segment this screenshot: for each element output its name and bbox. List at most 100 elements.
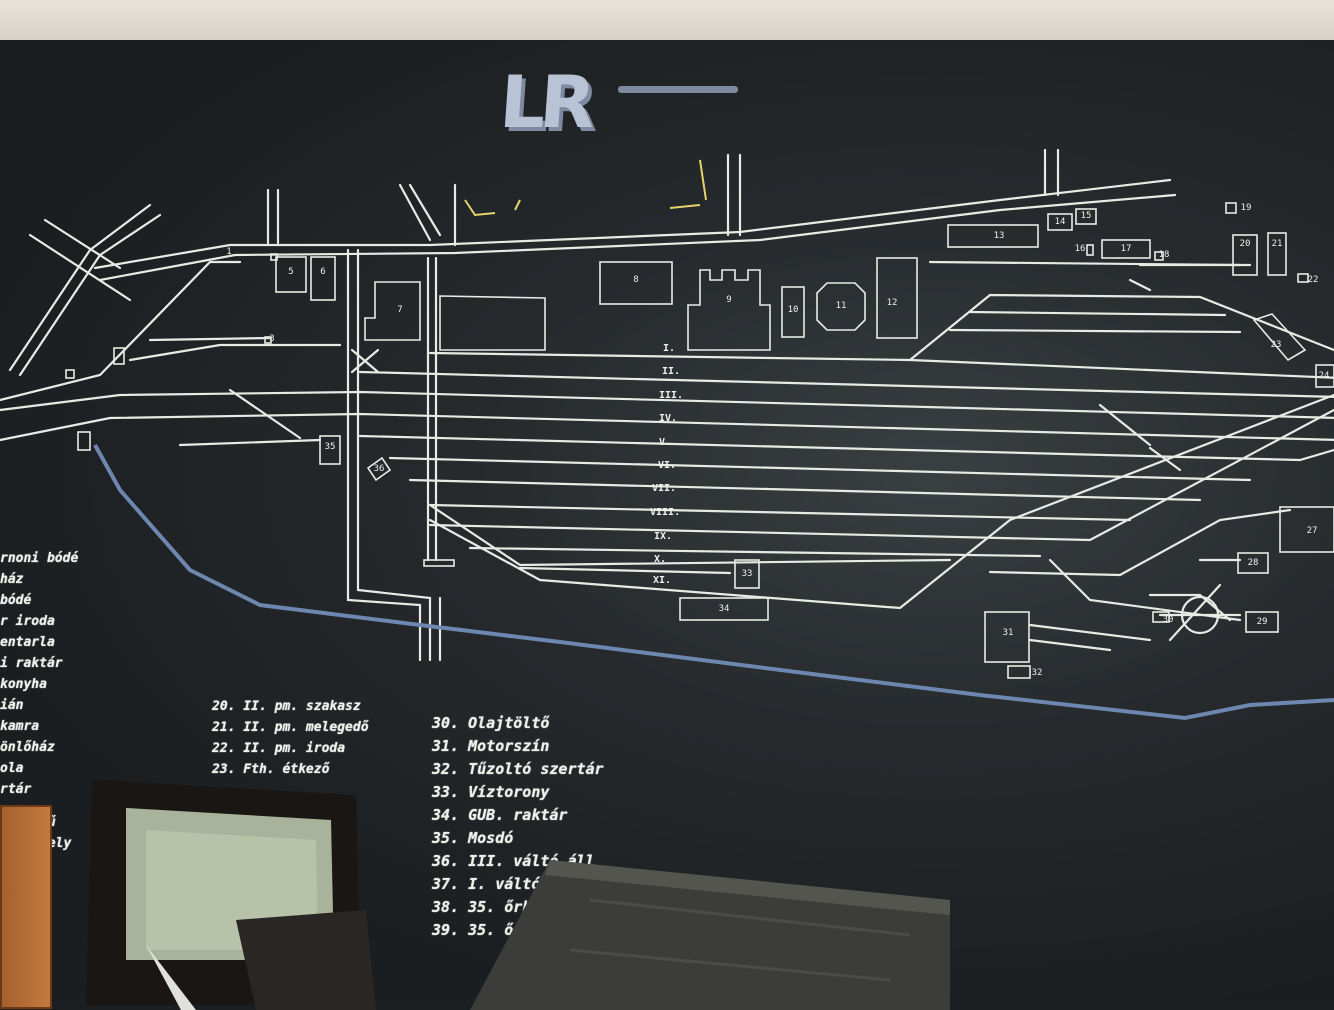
- legend-right-item: 33. Víztorony: [432, 783, 550, 801]
- road-line: [93, 178, 1172, 270]
- wooden-cabinet: [0, 805, 52, 1009]
- track-line: [518, 566, 732, 575]
- track-line: [178, 438, 322, 447]
- building-number: 22: [1307, 275, 1319, 285]
- building: [1086, 244, 1094, 256]
- building: [423, 559, 455, 567]
- building-number: 17: [1120, 244, 1132, 254]
- legend-left-item: bódé: [0, 593, 32, 608]
- building-number: 3: [269, 334, 275, 344]
- building: [270, 253, 278, 261]
- building: [984, 611, 1030, 663]
- building-number: 34: [718, 604, 730, 614]
- track-line: [358, 434, 1334, 462]
- building-number: 21: [1271, 239, 1283, 249]
- track-line: [908, 293, 1334, 362]
- legend-left-item: i raktár: [0, 656, 63, 671]
- track-label: VIII.: [650, 507, 681, 518]
- legend-right-item: 39. 35. ő: [432, 921, 514, 939]
- building: [1075, 208, 1097, 225]
- building: [1279, 506, 1334, 553]
- track-line: [968, 310, 1227, 317]
- building: [439, 295, 546, 351]
- legend-left-item: rnoni bódé: [0, 551, 79, 566]
- legend-middle-item: 22. II. pm. iroda: [212, 741, 346, 756]
- building-number: 1: [226, 247, 232, 257]
- legend-right-item: 38. 35. őrh: [432, 898, 532, 916]
- building: [1225, 202, 1237, 214]
- track-line: [43, 218, 122, 270]
- building: [679, 597, 769, 621]
- building: [947, 224, 1039, 248]
- track-label: X.: [654, 554, 667, 565]
- building: [366, 456, 392, 482]
- building: [77, 431, 91, 451]
- road-line: [408, 183, 442, 237]
- track-line: [1128, 278, 1152, 292]
- track-line: [0, 412, 1334, 442]
- track-label: I.: [663, 343, 676, 354]
- track-line: [228, 388, 302, 440]
- building: [687, 269, 771, 351]
- track-line: [428, 351, 1334, 379]
- track-line: [8, 203, 152, 372]
- building-number: 33: [741, 569, 753, 579]
- track-lines: [0, 148, 1334, 662]
- legend-left: rnoni bódé ház bódé r iroda entarla i ra…: [0, 548, 78, 800]
- building: [1154, 251, 1164, 261]
- building-number: 14: [1054, 217, 1066, 227]
- legend-right-item: 30. Olajtöltő: [432, 714, 550, 732]
- track-label: III.: [659, 390, 684, 401]
- building: [113, 347, 125, 365]
- legend-left-item: önlőház: [0, 740, 55, 755]
- road-line: [350, 348, 380, 374]
- legend-middle-item: 20. II. pm. szakasz: [212, 699, 361, 714]
- building: [1315, 364, 1334, 388]
- building: [876, 257, 918, 339]
- legend-right-item: 35. Mosdó: [432, 829, 514, 847]
- building-number: 30: [1162, 615, 1174, 625]
- building: [734, 559, 760, 589]
- track-line: [28, 233, 132, 302]
- lr-logo: LR: [497, 60, 593, 144]
- building-number: 31: [1002, 628, 1014, 638]
- track-line: [408, 478, 1202, 502]
- building: [1297, 273, 1309, 283]
- legend-right-item: 34. GUB. raktár: [432, 806, 568, 824]
- track-line: [1028, 638, 1112, 652]
- building: [1237, 552, 1269, 574]
- building-number: 16: [1074, 244, 1086, 254]
- building: [1252, 313, 1307, 362]
- track-line: [1148, 593, 1232, 622]
- building-number: 35: [324, 442, 336, 452]
- track-line: [1168, 583, 1222, 642]
- track-line: [1028, 623, 1152, 642]
- building: [1101, 239, 1151, 259]
- legend-left-item: ola: [0, 761, 24, 776]
- track-line: [0, 260, 242, 402]
- building: [1007, 665, 1031, 679]
- track-line: [428, 408, 1334, 542]
- building-number: 36: [373, 464, 385, 474]
- track-label: VII.: [652, 483, 677, 494]
- building-number: 23: [1270, 340, 1282, 350]
- building: [65, 369, 75, 379]
- logo-underline: [618, 86, 738, 93]
- building: [1267, 232, 1287, 276]
- building-number: 19: [1240, 203, 1252, 213]
- building-number: 29: [1256, 617, 1268, 627]
- building: [1047, 213, 1073, 231]
- building-number: 20: [1239, 239, 1251, 249]
- legend-left-item: rtár: [0, 782, 32, 797]
- track-line: [1048, 558, 1242, 622]
- legend-left-item: konyha: [0, 677, 47, 692]
- track-line: [0, 390, 1334, 419]
- legend-middle-item: 21. II. pm. melegedő: [212, 720, 369, 735]
- track-line: [428, 503, 1132, 522]
- building-number: 12: [886, 298, 898, 308]
- building: [816, 282, 866, 331]
- track-label: VI.: [658, 460, 677, 471]
- building: [599, 261, 673, 305]
- road-line: [346, 248, 422, 662]
